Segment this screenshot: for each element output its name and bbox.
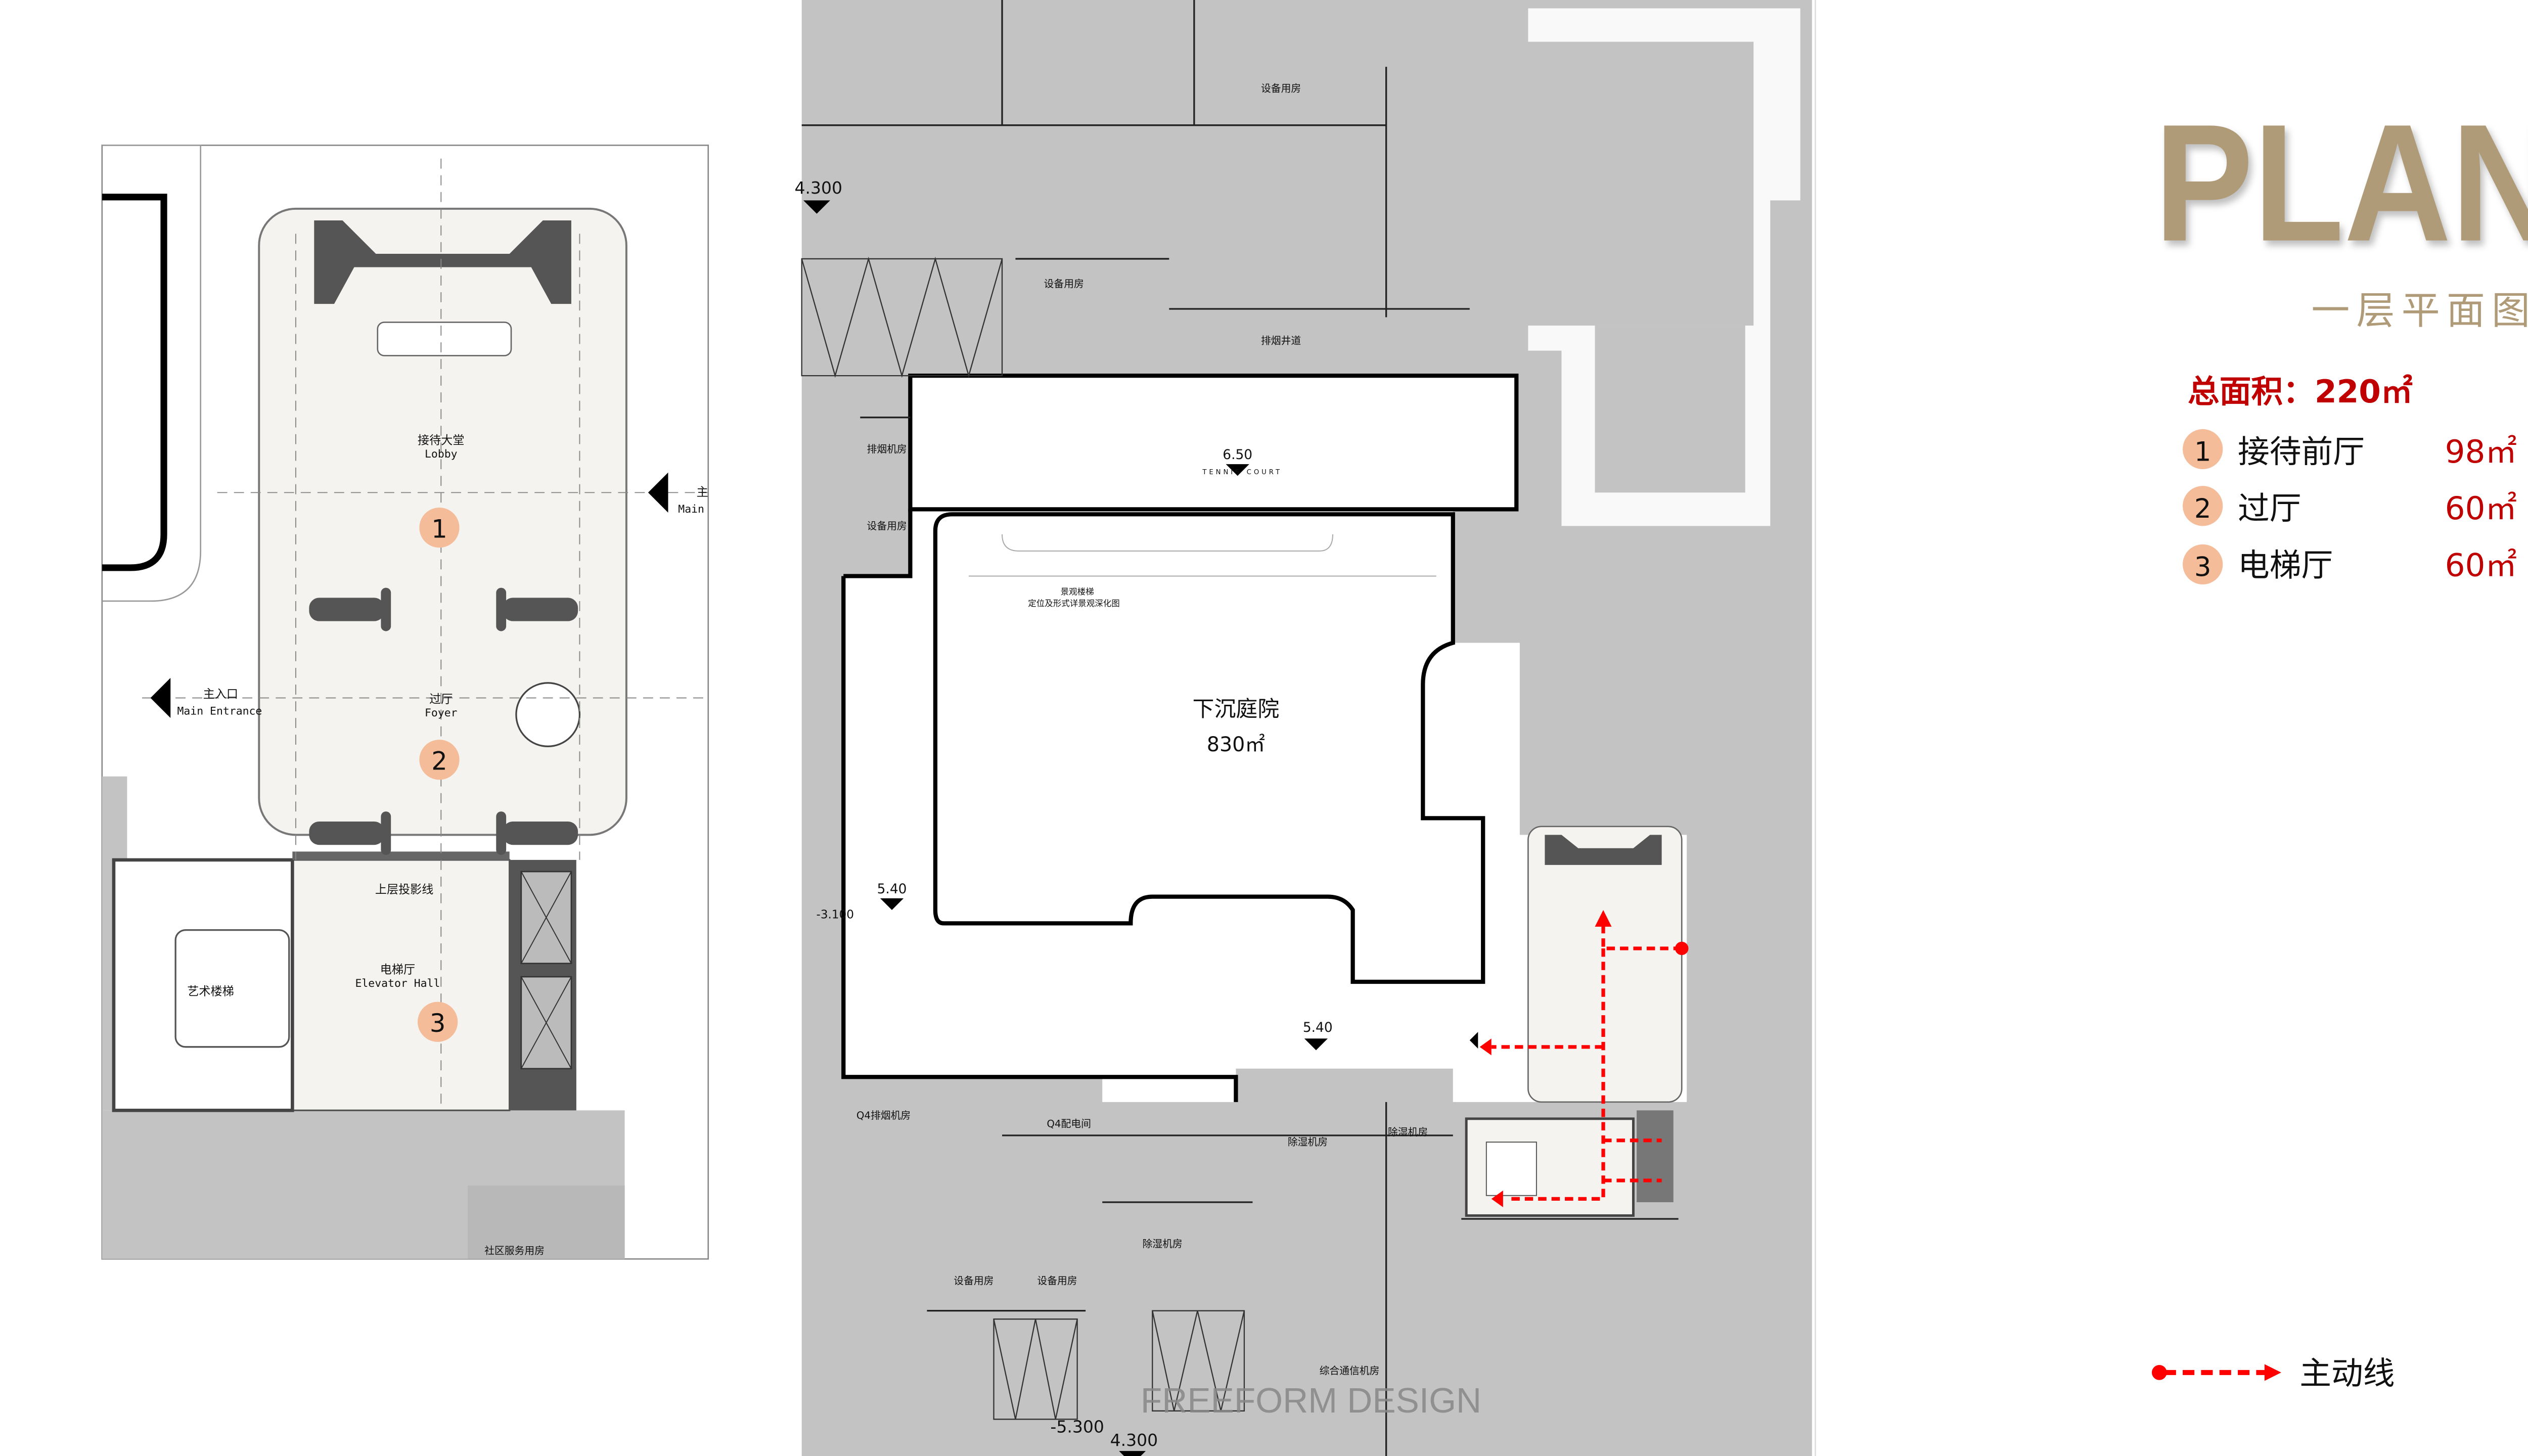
level-5-40-b: 5.40 xyxy=(1303,1020,1333,1035)
plant-icon xyxy=(515,682,581,747)
total-area: 总面积：220㎡ xyxy=(2188,373,2413,410)
svg-text:2: 2 xyxy=(431,747,447,776)
elevator-label-cn: 电梯厅 xyxy=(380,964,415,977)
landscape-note-label: 定位及形式详景观深化图 xyxy=(1028,599,1120,608)
svg-text:过厅: 过厅 xyxy=(2238,490,2301,527)
foyer-label-cn: 过厅 xyxy=(429,693,453,706)
info-panel: PLAN 一层平面图 总面积：220㎡ 1 接待前厅 98㎡ 2 过厅 60㎡ … xyxy=(2151,89,2528,1392)
area-marker-2: 2 xyxy=(419,740,460,780)
room-equipment: 设备用房 xyxy=(867,520,907,532)
page-subtitle: 一层平面图 xyxy=(2311,288,2528,333)
area-list-item: 2 过厅 60㎡ xyxy=(2183,486,2517,527)
main-circulation-route xyxy=(1491,927,1682,1201)
art-stair-label: 艺术楼梯 xyxy=(187,985,234,998)
svg-text:主动线: 主动线 xyxy=(2299,1355,2395,1392)
route-start-icon xyxy=(2151,1365,2167,1380)
entrance-arrow-icon xyxy=(150,677,171,718)
area-list-item: 1 接待前厅 98㎡ xyxy=(2183,429,2517,470)
svg-text:3: 3 xyxy=(430,1009,446,1038)
level-6-50: 6.50 xyxy=(1223,447,1252,463)
courtyard-area: 830㎡ xyxy=(1207,733,1265,756)
site-plan: 6.50 5.40 5.40 4.300 -5.300 4.300 -3.100… xyxy=(794,0,1812,1456)
level-minus-3-100: -3.100 xyxy=(816,908,854,922)
svg-text:2: 2 xyxy=(2194,493,2211,524)
svg-text:60㎡: 60㎡ xyxy=(2445,547,2517,583)
landscape-stair-label: 景观楼梯 xyxy=(1061,587,1094,597)
room-equipment: 设备用房 xyxy=(1261,83,1301,95)
svg-text:电梯厅: 电梯厅 xyxy=(2238,547,2333,583)
entrance-label-cn: 主入口 xyxy=(203,688,238,701)
upper-projection-label: 上层投影线 xyxy=(375,883,434,896)
room-dehumid: 除湿机房 xyxy=(1388,1126,1428,1138)
entrance2-label-cn: 主 xyxy=(697,486,708,499)
svg-text:3: 3 xyxy=(2194,552,2211,582)
legend-main-circulation: 主动线 xyxy=(2151,1355,2395,1392)
svg-text:60㎡: 60㎡ xyxy=(2445,490,2517,527)
elevator-label-en: Elevator Hall xyxy=(355,977,440,990)
room-equipment: 设备用房 xyxy=(1037,1275,1077,1287)
page-title: PLAN xyxy=(2154,89,2528,276)
reception-wall xyxy=(314,220,571,304)
level-5-40-a: 5.40 xyxy=(877,881,907,897)
level-minus-5-300: -5.300 xyxy=(1050,1417,1104,1437)
entrance-arrow-icon xyxy=(648,472,668,513)
svg-text:1: 1 xyxy=(2194,437,2211,468)
svg-text:接待前厅: 接待前厅 xyxy=(2238,433,2365,470)
room-q4-smoke: Q4排烟机房 xyxy=(856,1110,911,1121)
detail-plan: 主入口 Main Entrance 主 Main 接待大堂 Lobby 过厅 F… xyxy=(101,145,709,1260)
level-4-300-a: 4.300 xyxy=(794,178,842,198)
entrance2-label-en: Main xyxy=(678,503,704,516)
room-dehumid: 除湿机房 xyxy=(1142,1238,1182,1250)
foyer-label-en: Foyer xyxy=(425,707,458,719)
room-q4-power: Q4配电间 xyxy=(1047,1118,1091,1129)
reception-desk xyxy=(377,322,512,356)
entrance-label-en: Main Entrance xyxy=(177,705,262,718)
area-marker-3: 3 xyxy=(418,1002,458,1042)
svg-text:98㎡: 98㎡ xyxy=(2445,433,2517,470)
watermark: FREEFORM DESIGN xyxy=(1141,1381,1481,1420)
svg-text:1: 1 xyxy=(431,514,447,543)
level-4-300-b: 4.300 xyxy=(1110,1430,1158,1450)
community-room-label: 社区服务用房 xyxy=(484,1245,545,1256)
seating xyxy=(309,587,578,855)
room-dehumid: 除湿机房 xyxy=(1288,1136,1328,1148)
room-equipment: 设备用房 xyxy=(954,1275,994,1287)
sunken-courtyard xyxy=(933,512,1485,984)
area-marker-1: 1 xyxy=(419,508,460,548)
tennis-court-label: TENNIS COURT xyxy=(1202,469,1282,476)
room-smoke-shaft: 排烟井道 xyxy=(1261,335,1301,346)
area-list-item: 3 电梯厅 60㎡ xyxy=(2183,544,2517,584)
room-equipment: 设备用房 xyxy=(1044,278,1084,290)
lobby-label-cn: 接待大堂 xyxy=(418,434,464,447)
room-telecom: 综合通信机房 xyxy=(1320,1365,1380,1377)
courtyard-name: 下沉庭院 xyxy=(1193,697,1280,722)
room-smoke: 排烟机房 xyxy=(867,443,907,455)
arrow-right-icon xyxy=(2264,1364,2281,1381)
lobby-label-en: Lobby xyxy=(425,448,458,461)
